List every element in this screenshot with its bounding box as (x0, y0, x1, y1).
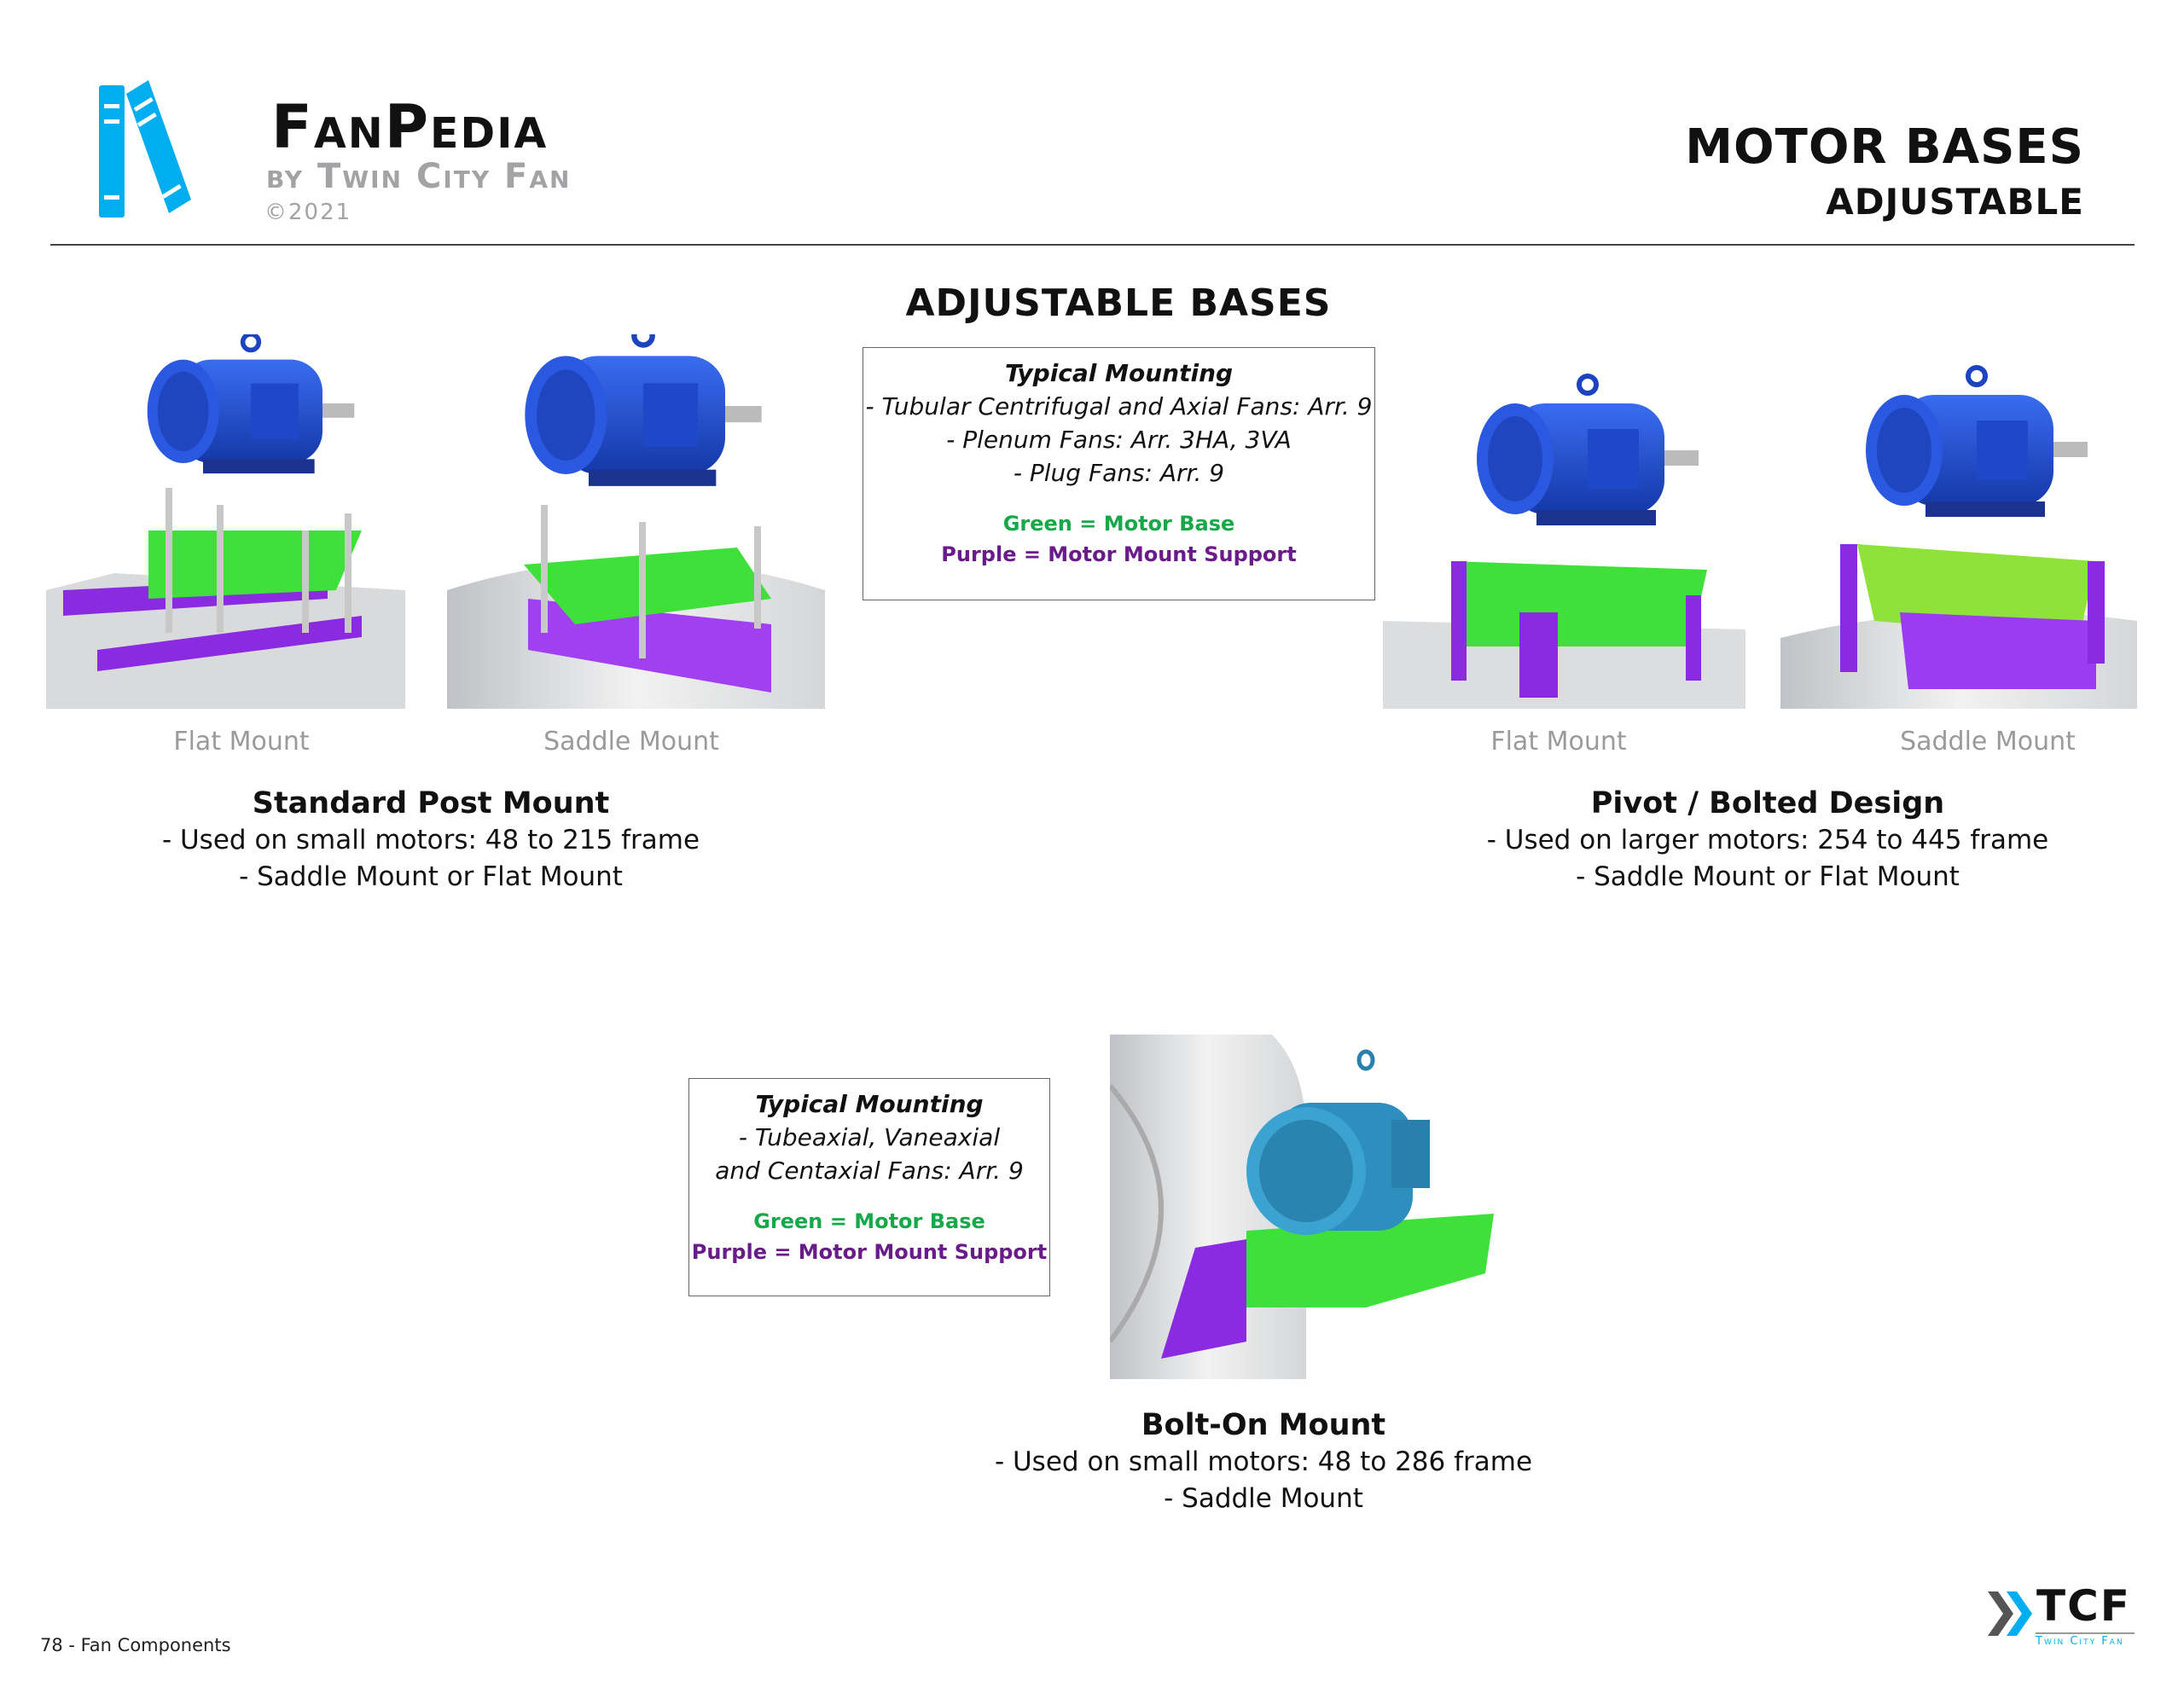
group-line: - Saddle Mount or Flat Mount (239, 861, 623, 892)
group-title: Standard Post Mount (252, 786, 610, 820)
caption-standard-flat: Flat Mount (173, 727, 310, 757)
standard-saddle-mount-image (447, 334, 825, 709)
group-line: - Used on small motors: 48 to 286 frame (994, 1446, 1533, 1477)
box-line: - Tubular Centrifugal and Axial Fans: Ar… (865, 392, 1373, 420)
legend-purple: Purple = Motor Mount Support (691, 1240, 1048, 1264)
box-line: - Plenum Fans: Arr. 3HA, 3VA (946, 426, 1292, 454)
fanpedia-logo-title: FanPedia (271, 92, 549, 162)
group-line: - Saddle Mount (1164, 1483, 1363, 1514)
page-subtitle: ADJUSTABLE (1826, 181, 2084, 223)
legend-purple: Purple = Motor Mount Support (941, 542, 1297, 566)
typical-mounting-box-2: Typical Mounting - Tubeaxial, Vaneaxial … (688, 1078, 1050, 1296)
group-title: Pivot / Bolted Design (1590, 786, 1945, 820)
copyright: ©2021 (264, 200, 352, 225)
tcf-logo-divider (2036, 1632, 2135, 1634)
box-line: - Plug Fans: Arr. 9 (1013, 459, 1225, 487)
caption-pivot-flat: Flat Mount (1490, 727, 1627, 757)
typical-mounting-box-1: Typical Mounting - Tubular Centrifugal a… (863, 347, 1375, 600)
tcf-logo-icon (1988, 1591, 2032, 1636)
box-line: and Centaxial Fans: Arr. 9 (715, 1157, 1024, 1185)
pivot-saddle-mount-image (1780, 365, 2137, 709)
box-heading: Typical Mounting (755, 1090, 984, 1118)
caption-pivot-saddle: Saddle Mount (1900, 727, 2076, 757)
box-heading: Typical Mounting (1004, 359, 1234, 387)
legend-green: Green = Motor Base (1002, 512, 1235, 536)
fanpedia-books-logo-icon (99, 80, 191, 217)
group-line: - Used on larger motors: 254 to 445 fram… (1486, 825, 2049, 855)
group-line: - Saddle Mount or Flat Mount (1576, 861, 1960, 892)
header-divider (50, 244, 2135, 246)
tcf-logo-name: TCF (2036, 1581, 2131, 1631)
group-title: Bolt-On Mount (1141, 1408, 1386, 1442)
group-line: - Used on small motors: 48 to 215 frame (161, 825, 700, 855)
pivot-bolted-description: Pivot / Bolted Design - Used on larger m… (1384, 785, 2152, 896)
pivot-flat-mount-image (1383, 365, 1745, 709)
legend-green: Green = Motor Base (753, 1209, 985, 1233)
standard-flat-mount-image (46, 334, 405, 709)
caption-standard-saddle: Saddle Mount (543, 727, 719, 757)
bolt-on-mount-description: Bolt-On Mount - Used on small motors: 48… (880, 1406, 1647, 1517)
page-footer: 78 - Fan Components (40, 1635, 231, 1655)
standard-post-mount-description: Standard Post Mount - Used on small moto… (47, 785, 815, 896)
fanpedia-logo-subtitle: by Twin City Fan (266, 157, 572, 196)
box-line: - Tubeaxial, Vaneaxial (738, 1123, 1001, 1151)
section-title: ADJUSTABLE BASES (905, 281, 1332, 325)
bolt-on-mount-image (1110, 1035, 1494, 1379)
tcf-logo-sub: Twin City Fan (2036, 1635, 2124, 1648)
page-title: MOTOR BASES (1685, 119, 2084, 175)
